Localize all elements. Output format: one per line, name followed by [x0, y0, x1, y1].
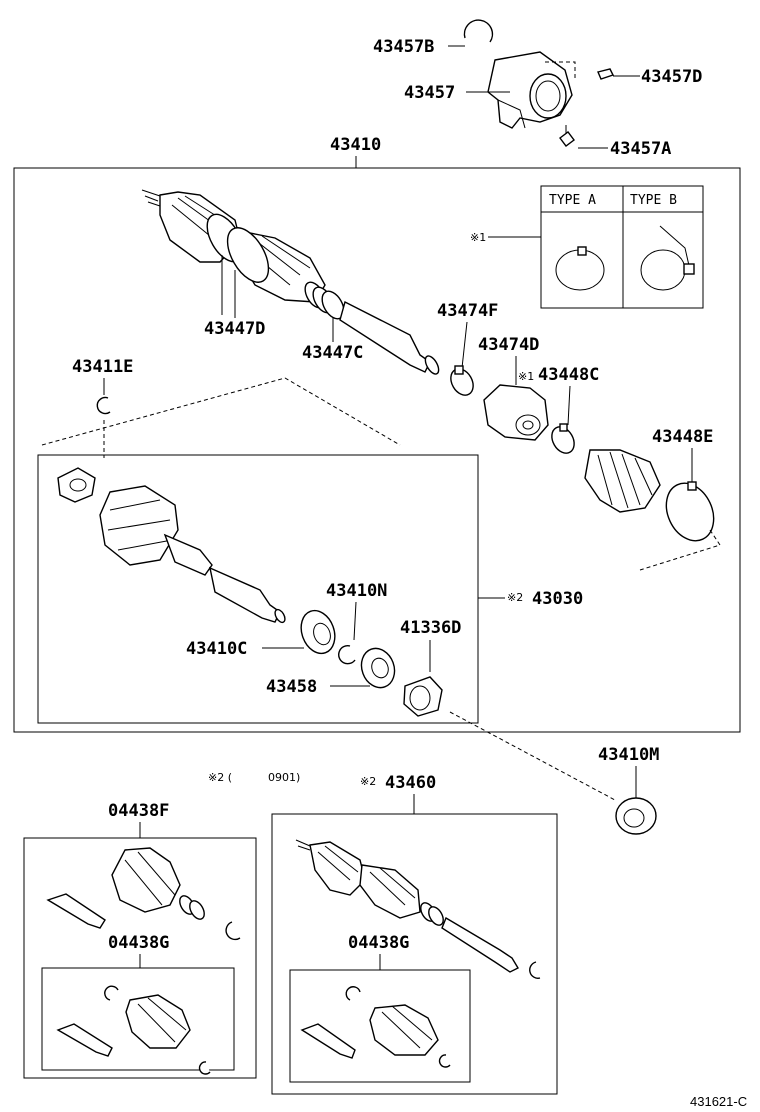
leader-lines-top — [448, 45, 640, 149]
part-label-04438G-right: 04438G — [348, 933, 409, 953]
part-label-43457: 43457 — [404, 83, 455, 103]
part-label-43457B: 43457B — [373, 37, 434, 57]
part-label-43448C: 43448C — [538, 365, 599, 385]
boot-kit-left-drawing — [46, 847, 241, 941]
part-label-43410C: 43410C — [186, 639, 247, 659]
bearing-43410C-drawing — [300, 609, 336, 655]
part-label-43448E: 43448E — [652, 427, 713, 447]
boot-kit-box-left — [23, 837, 257, 1079]
clamp-43448E-drawing — [665, 481, 715, 542]
part-label-43410N: 43410N — [326, 581, 387, 601]
type-a-header: TYPE A — [549, 193, 596, 208]
clamp-43474F-drawing — [450, 365, 474, 396]
boot-kit-inner-box-left — [41, 967, 235, 1071]
snap-ring-43410N-drawing — [338, 645, 356, 665]
diagram-id: 431621-C — [690, 1094, 747, 1109]
assembly-43460-box — [271, 813, 558, 1095]
part-label-04438F: 04438F — [108, 801, 169, 821]
bearing-bracket-drawing — [463, 19, 614, 147]
part-label-43474F: 43474F — [437, 301, 498, 321]
part-label-43410: 43410 — [330, 135, 381, 155]
damper-43474D-drawing — [483, 384, 549, 441]
part-label-43030: 43030 — [532, 589, 583, 609]
assembly-43410-box — [13, 167, 741, 733]
part-label-43474D: 43474D — [478, 335, 539, 355]
type-b-header: TYPE B — [630, 193, 677, 208]
boot-kit-box-right — [289, 969, 471, 1083]
note-mark-1-boot: ※1 — [518, 370, 534, 383]
inner-boot-drawing — [584, 449, 661, 513]
inner-joint-drawing — [57, 467, 286, 624]
date-note-value: 0901) — [268, 771, 300, 784]
drive-shaft-drawing — [141, 189, 440, 375]
part-label-43447D: 43447D — [204, 319, 265, 339]
complete-shaft-drawing — [295, 839, 541, 979]
part-label-43447C: 43447C — [302, 343, 363, 363]
clamp-type-table: TYPE A TYPE B — [540, 185, 704, 309]
clamp-43448C-drawing — [551, 423, 575, 454]
seal-43410M-drawing — [615, 797, 657, 835]
note-mark-1: ※1 — [470, 231, 486, 244]
boot-kit-inner-left-drawing — [56, 985, 211, 1075]
part-label-04438G-left: 04438G — [108, 933, 169, 953]
part-label-43457D: 43457D — [641, 67, 702, 87]
note-mark-2-43460: ※2 — [360, 775, 376, 788]
note-mark-2-43030: ※2 — [507, 591, 523, 604]
part-label-43458: 43458 — [266, 677, 317, 697]
cover-41336D-drawing — [403, 676, 443, 717]
part-label-43411E: 43411E — [72, 357, 133, 377]
part-label-41336D: 41336D — [400, 618, 461, 638]
seal-43458-drawing — [360, 647, 396, 689]
boot-kit-right-drawing — [300, 986, 451, 1068]
part-label-43460: 43460 — [385, 773, 436, 793]
snap-ring-43411E-drawing — [96, 396, 111, 415]
part-label-43457A: 43457A — [610, 139, 671, 159]
assembly-43030-box — [37, 454, 479, 724]
date-note-mark: ※2 ( — [208, 771, 232, 784]
part-label-43410M: 43410M — [598, 745, 659, 765]
